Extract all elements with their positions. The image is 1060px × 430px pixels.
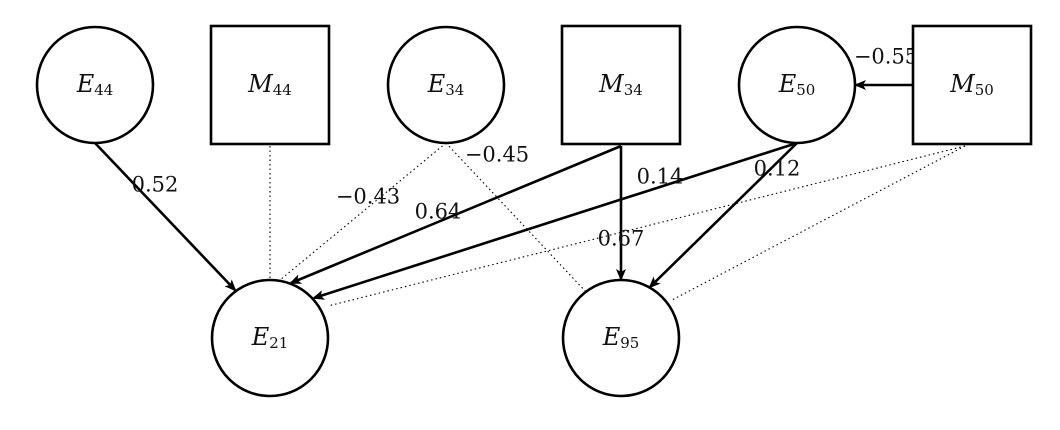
edge-label-m34-e95: 0.67	[598, 227, 645, 251]
edge-e50-e95	[648, 142, 798, 289]
node-e95: E95	[561, 278, 681, 398]
edge-label-m50-e50: −0.55	[854, 45, 918, 69]
edge-label-e50-e95: 0.12	[754, 157, 801, 181]
node-label: E21	[251, 323, 289, 353]
node-subscript: 44	[94, 81, 113, 99]
node-circle	[561, 278, 681, 398]
node-circle	[386, 25, 506, 145]
edge-m50-e95	[671, 145, 966, 301]
edge-e44-e21	[94, 142, 237, 292]
node-m50: M50	[911, 24, 1033, 146]
node-e34: E34	[386, 25, 506, 145]
node-letter: E	[76, 70, 95, 98]
node-letter: M	[598, 70, 625, 98]
node-label: M44	[247, 70, 292, 100]
node-e21: E21	[210, 278, 330, 398]
node-label: M34	[598, 70, 643, 100]
edge-m34-e21	[289, 144, 622, 285]
node-m44: M44	[209, 24, 331, 146]
node-square	[560, 24, 682, 146]
edges	[94, 80, 966, 307]
node-subscript: 95	[620, 334, 639, 352]
node-label: M50	[949, 70, 994, 100]
edge-label-e44-e21: 0.52	[132, 173, 179, 197]
edge-m50-e21	[327, 145, 966, 307]
node-subscript: 34	[445, 81, 464, 99]
node-circle	[35, 25, 155, 145]
node-circle	[210, 278, 330, 398]
edge-label-e50-e21: 0.14	[637, 165, 684, 189]
node-letter: E	[427, 70, 446, 98]
node-subscript: 50	[796, 81, 815, 99]
node-e44: E44	[35, 25, 155, 145]
edge-label-m34-e21: 0.64	[415, 200, 462, 224]
node-label: E34	[427, 70, 465, 100]
node-subscript: 44	[273, 81, 292, 99]
edge-e34-e95	[445, 142, 588, 294]
node-subscript: 50	[975, 81, 994, 99]
node-e50: E50	[737, 25, 857, 145]
node-label: E44	[76, 70, 114, 100]
node-letter: M	[247, 70, 274, 98]
node-square	[911, 24, 1033, 146]
edge-e50-e21	[312, 141, 798, 300]
edge-label-e34-e95: −0.45	[465, 143, 529, 167]
node-letter: E	[251, 323, 270, 351]
node-letter: M	[949, 70, 976, 98]
edge-labels: 0.52 −0.43 −0.45 0.64 0.67 0.14 0.12 −0.55	[132, 45, 919, 251]
node-subscript: 34	[624, 81, 643, 99]
node-circle	[737, 25, 857, 145]
node-letter: E	[602, 323, 621, 351]
node-letter: E	[778, 70, 797, 98]
node-m34: M34	[560, 24, 682, 146]
node-subscript: 21	[269, 334, 288, 352]
edge-label-e34-e21: −0.43	[336, 185, 400, 209]
node-label: E95	[602, 323, 640, 353]
node-label: E50	[778, 70, 816, 100]
node-square	[209, 24, 331, 146]
